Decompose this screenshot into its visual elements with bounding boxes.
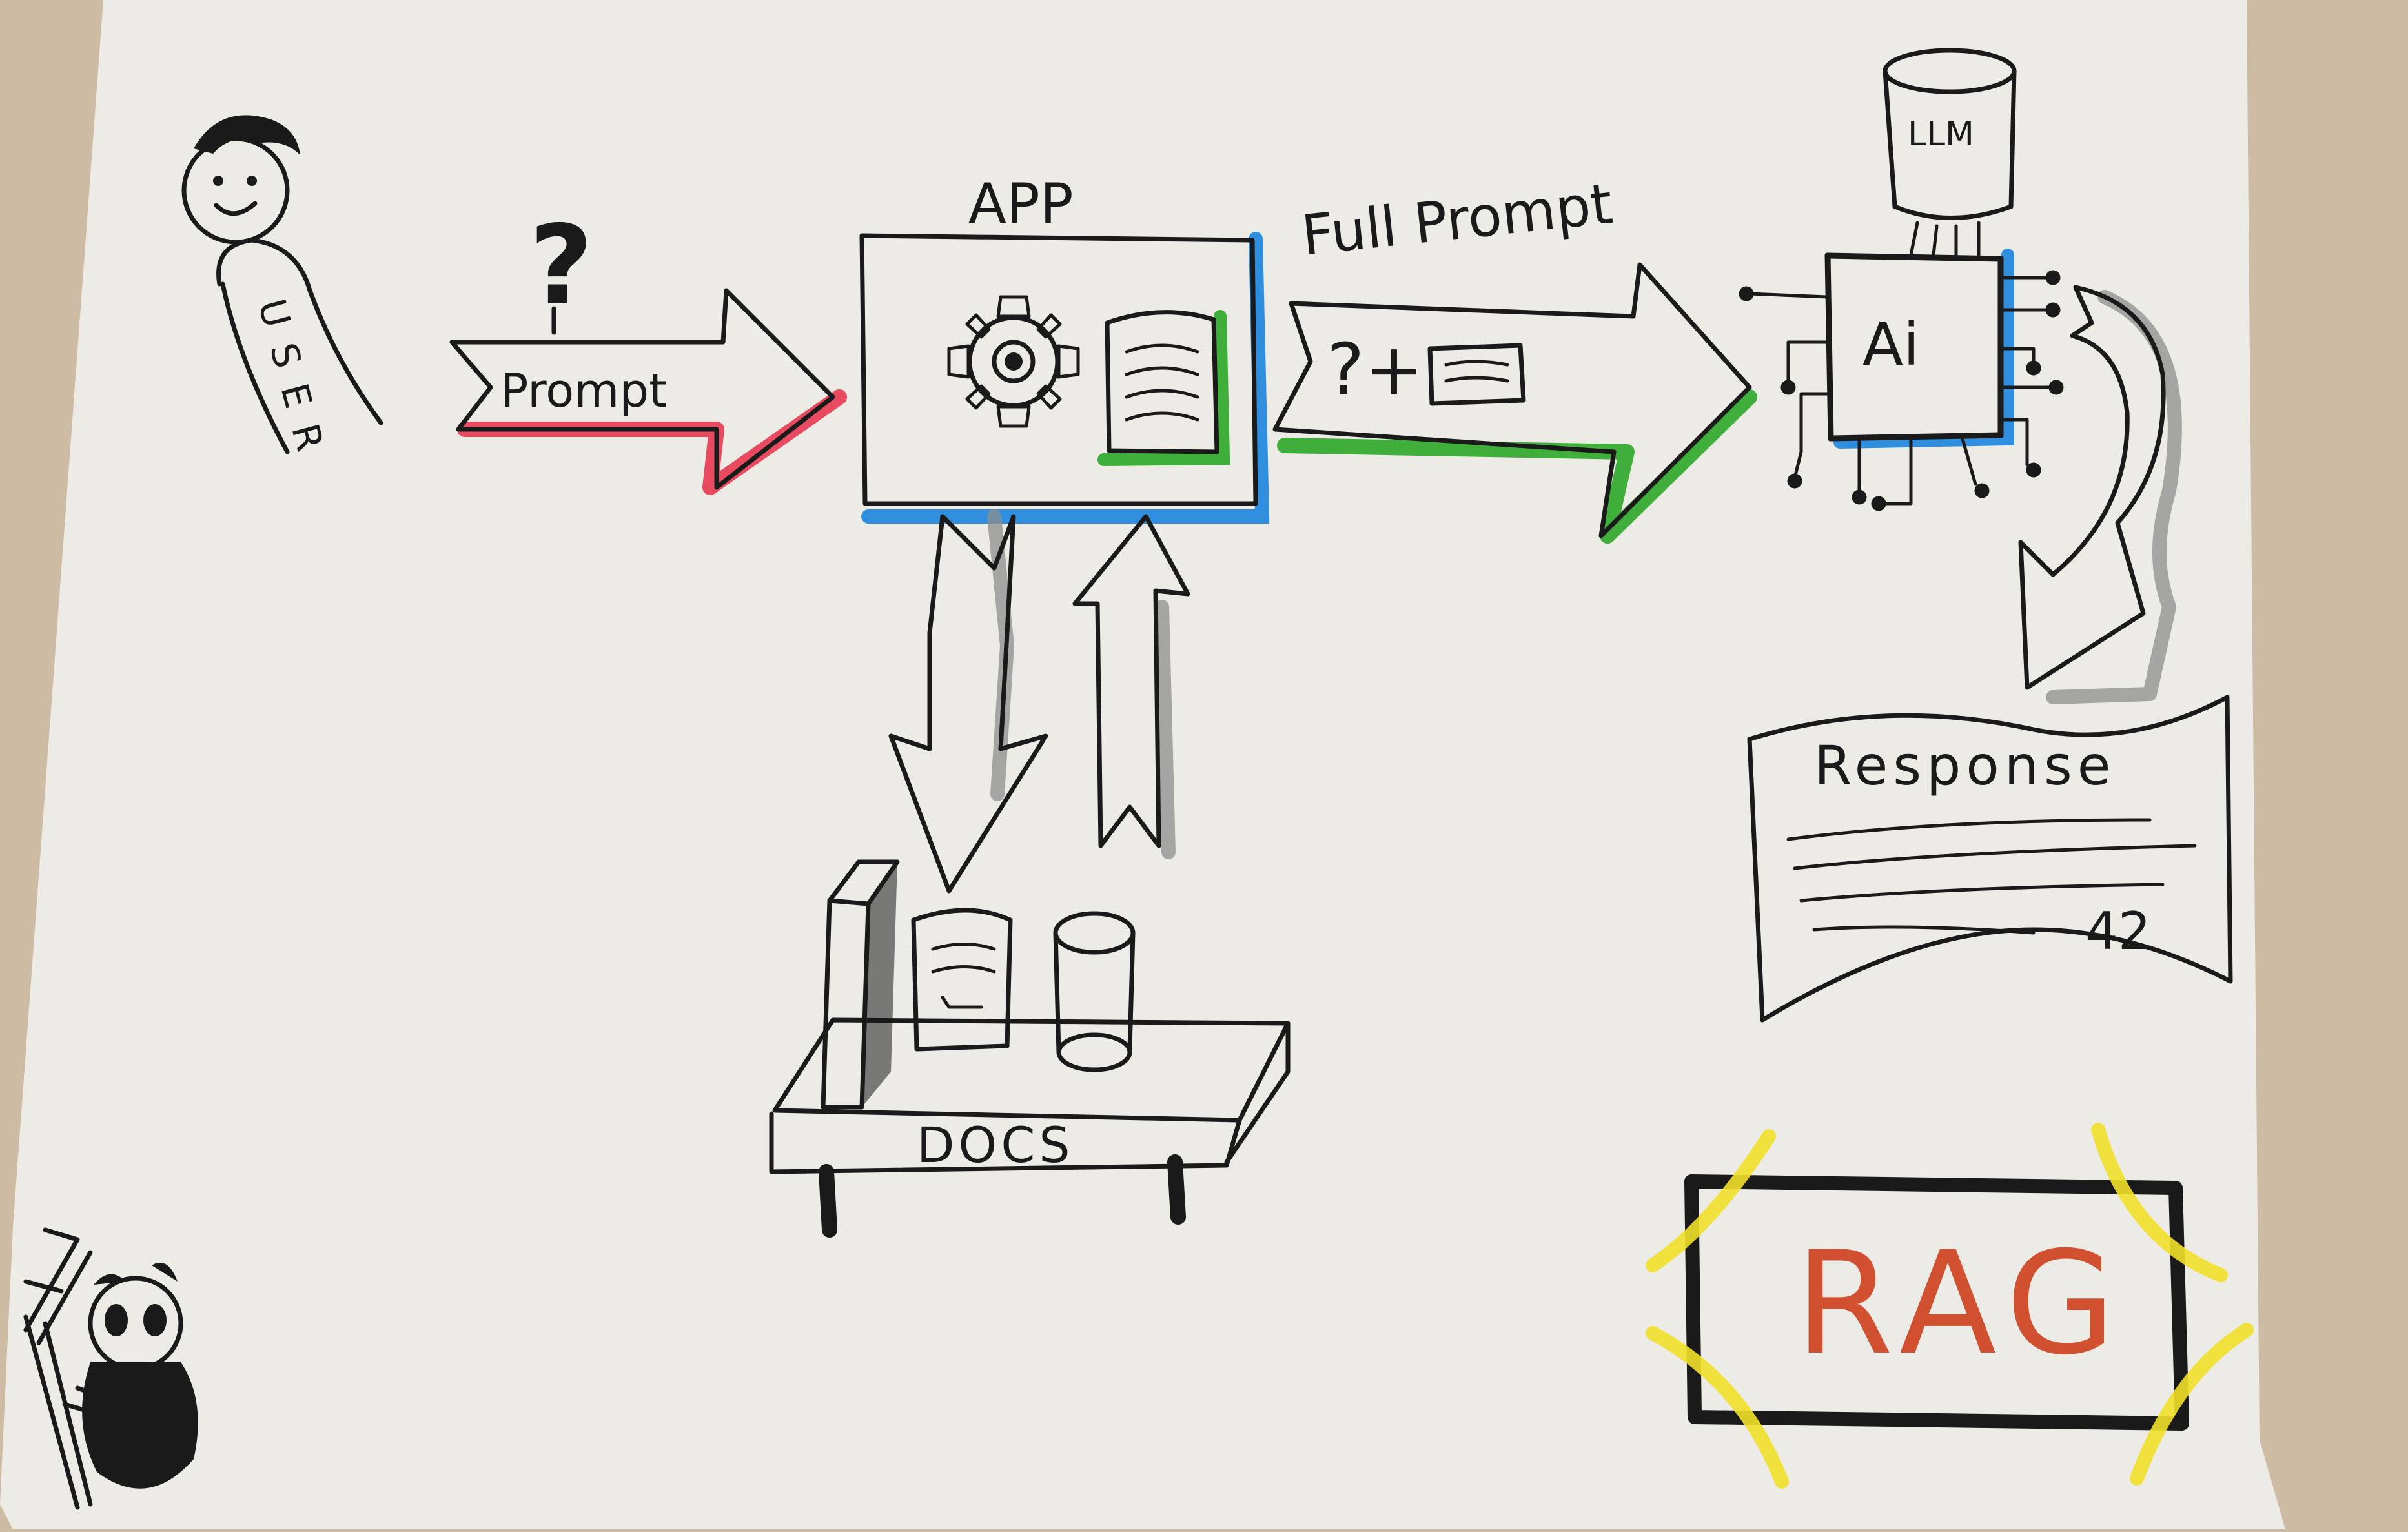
rag-title-box: RAG: [1646, 1123, 2254, 1489]
document-icon: [1097, 310, 1230, 466]
user-head-icon: [181, 115, 300, 245]
prompt-arrow: ? Prompt: [449, 202, 847, 495]
paper-sheet: [0, 0, 2285, 1529]
full-prompt-content: ?+: [1327, 328, 1424, 411]
paper-stack-icon: [911, 908, 1013, 1052]
user-body-icon: [216, 238, 383, 454]
ai-chip-icon: Ai: [1739, 249, 2064, 511]
binder-icon: [821, 859, 900, 1110]
arrow-to-docs: [888, 509, 1048, 894]
response-number: 42: [2085, 901, 2151, 961]
docs-label: DOCS: [917, 1116, 1074, 1174]
panda-doodle-icon: [23, 1227, 198, 1510]
arrow-from-docs: [1072, 514, 1190, 859]
cylinder-icon: [1053, 911, 1136, 1072]
mini-document-icon: [1427, 343, 1526, 406]
response-document: Response 42: [1747, 695, 2233, 1023]
docs-desk: DOCS: [769, 859, 1291, 1238]
llm-database-icon: LLM: [1883, 48, 2017, 257]
prompt-label: Prompt: [500, 363, 667, 418]
app-label: APP: [968, 172, 1074, 236]
llm-label: LLM: [1908, 115, 1974, 154]
gear-icon: [947, 295, 1080, 428]
ai-label: Ai: [1862, 310, 1920, 379]
rag-label: RAG: [1795, 1221, 2127, 1386]
curved-arrow-to-response: [2018, 285, 2182, 704]
prompt-question-mark: ?: [529, 202, 593, 330]
response-label: Response: [1814, 734, 2116, 797]
